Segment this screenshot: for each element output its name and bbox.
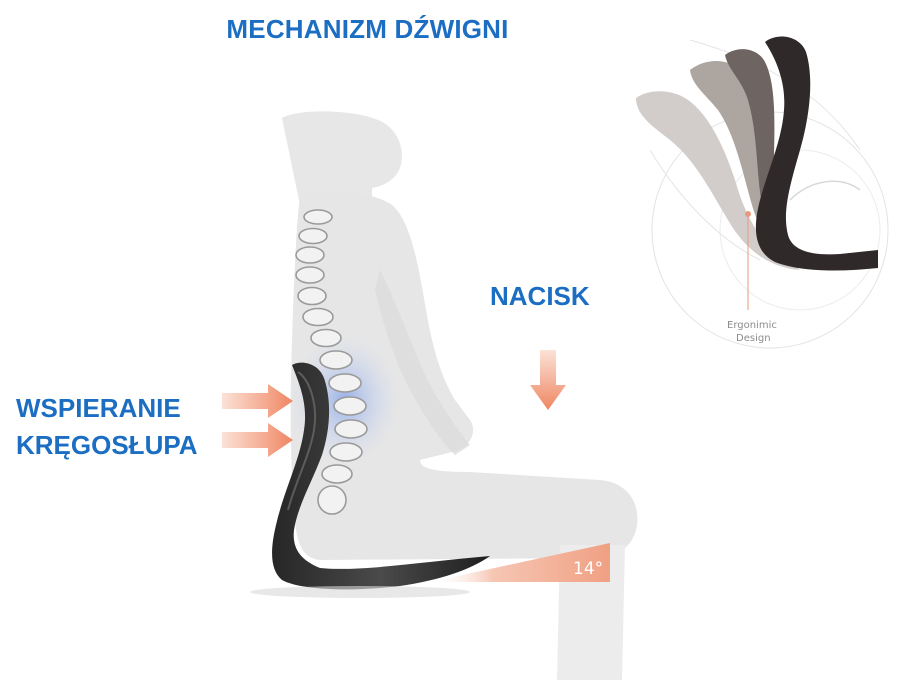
pressure-label: NACISK [490, 281, 590, 312]
arrow-right-icon [222, 423, 293, 457]
spine-support-label-line1: WSPIERANIE [16, 390, 198, 427]
spine-support-label: WSPIERANIE KRĘGOSŁUPA [16, 390, 198, 464]
spine-support-label-line2: KRĘGOSŁUPA [16, 427, 198, 464]
inset-caption-line1: Ergonimic [727, 320, 777, 331]
diagram-title: MECHANIZM DŹWIGNI [0, 14, 735, 45]
arrow-down-icon [530, 350, 566, 410]
angle-label: 14° [573, 559, 603, 579]
ergonomic-design-inset: Ergonimic Design [636, 37, 888, 348]
inset-caption-line2: Design [736, 333, 771, 344]
floor-shadow [250, 586, 470, 598]
arrow-right-icon [222, 384, 293, 418]
